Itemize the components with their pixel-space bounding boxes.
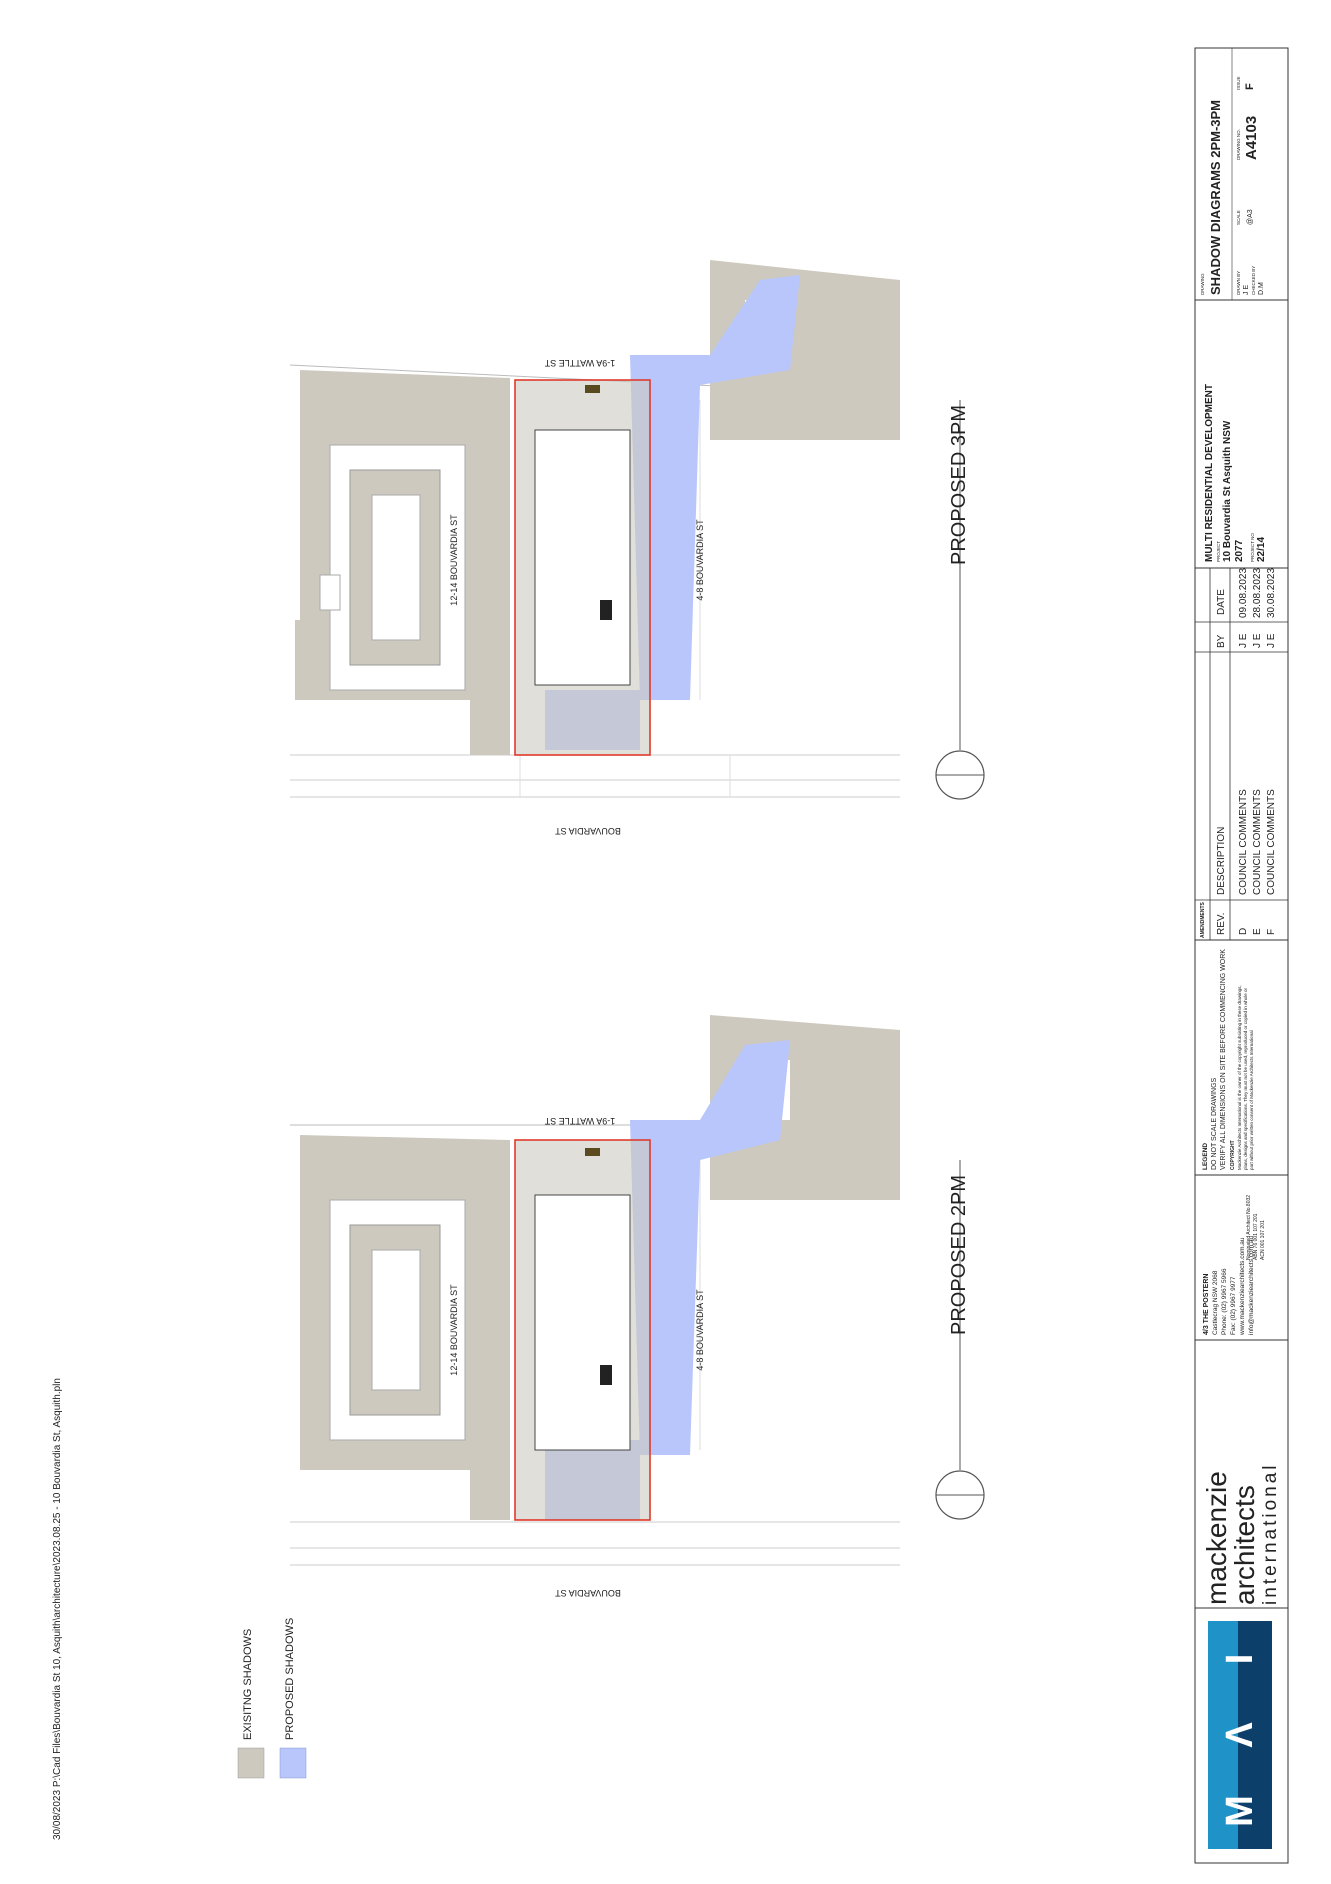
site-boundary-3pm <box>514 379 651 756</box>
drawing-notes: LEGEND DO NOT SCALE DRAWINGS VERIFY ALL … <box>1202 949 1254 1170</box>
logo-letter-i: I <box>1219 1654 1261 1665</box>
street-label-bouvardia: BOUVARDIA ST <box>555 1588 621 1598</box>
project-label: PROJECT <box>1216 541 1221 562</box>
drawing-title: SHADOW DIAGRAMS 2PM-3PM <box>1208 100 1223 295</box>
proposed-building-3pm <box>534 429 631 686</box>
address-line2: Castlecrag NSW 2068 <box>1212 1270 1219 1335</box>
amendments-label: AMENDMENTS <box>1200 902 1206 938</box>
reg-line2: ABN 76 001 107 201 <box>1253 1213 1259 1260</box>
plot-path: 30/08/2023 P:\Cad Files\Bouvardia St 10,… <box>52 1378 63 1840</box>
amend-row-rev: D <box>1238 928 1249 935</box>
proposed-shadow-3pm <box>630 275 800 700</box>
notes-legend-head: LEGEND <box>1202 1143 1209 1170</box>
amend-row-date: 28.08.2023 <box>1252 568 1263 618</box>
project-info: MULTI RESIDENTIAL DEVELOPMENT PROJECT 10… <box>1204 384 1267 562</box>
address-line3: Phone: (02) 9967 5966 <box>1221 1268 1228 1335</box>
project-address1: 10 Bouvardia St Asquith NSW <box>1222 420 1233 562</box>
street-label-wattle: 1-9A WATTLE ST <box>544 1116 615 1126</box>
amend-row-rev: E <box>1252 928 1263 935</box>
firm-name-line2: architects <box>1229 1485 1260 1605</box>
amend-head-rev: REV. <box>1216 913 1227 935</box>
address-line5: www.mackenziearchitects.com.au <box>1239 1237 1246 1336</box>
street-label-bouvardia: BOUVARDIA ST <box>555 826 621 836</box>
firm-name-line1: mackenzie <box>1201 1471 1232 1605</box>
amend-row-date: 30.08.2023 <box>1266 568 1277 618</box>
amend-row-date: 09.08.2023 <box>1238 568 1249 618</box>
notes-copyright3: part without prior written consent of Ma… <box>1249 1030 1254 1170</box>
diagram-3pm: BOUVARDIA ST 1-9A WATTLE ST 12-14 BOUVAR… <box>289 260 985 836</box>
drawing-no: A4103 <box>1243 116 1260 160</box>
amend-head-date: DATE <box>1216 589 1227 615</box>
proposed-shadow-2pm <box>630 1040 790 1455</box>
address-line6: info@mackenziearchitects.com.au <box>1248 1236 1255 1335</box>
drawn-by-label: DRAWN BY <box>1236 271 1241 295</box>
drawing-info: DRAWING SHADOW DIAGRAMS 2PM-3PM DRAWN BY… <box>1200 48 1265 300</box>
lot-label-south: 4-8 BOUVARDIA ST <box>695 1289 705 1371</box>
notes-copyright-head: COPYRIGHT <box>1230 1140 1236 1170</box>
legend-label-existing: EXISITNG SHADOWS <box>242 1629 254 1740</box>
legend-swatch-existing <box>237 1747 265 1779</box>
legend-label-proposed: PROPOSED SHADOWS <box>284 1618 296 1740</box>
address-line4: Fax: (02) 9967 9977 <box>1230 1276 1237 1335</box>
project-address2: 2077 <box>1234 539 1245 562</box>
lot-label-south: 4-8 BOUVARDIA ST <box>695 519 705 601</box>
legend-swatch-proposed <box>279 1747 307 1779</box>
notes-copyright2: plans, designs and specifications. They … <box>1243 987 1248 1170</box>
notes-line1: DO NOT SCALE DRAWINGS <box>1211 1077 1218 1170</box>
diagram-title-3pm: PROPOSED 3PM <box>948 405 970 565</box>
issue-label: ISSUE <box>1236 76 1241 90</box>
scale: @A3 <box>1247 209 1254 225</box>
legend: EXISITNG SHADOWS PROPOSED SHADOWS <box>237 1618 307 1779</box>
amend-row-by: J E <box>1238 633 1249 648</box>
notes-copyright1: Mackenzie Architects International is th… <box>1237 985 1242 1170</box>
street-label-wattle: 1-9A WATTLE ST <box>544 358 615 368</box>
checked-by: D.M <box>1258 282 1265 295</box>
amend-head-desc: DESCRIPTION <box>1216 827 1227 895</box>
project-no-label: PROJECT NO <box>1250 533 1255 562</box>
logo-letter-a: Λ <box>1219 1722 1261 1748</box>
drawing-label: DRAWING <box>1200 273 1205 295</box>
firm-name-line3: international <box>1260 1462 1281 1605</box>
amend-head-by: BY <box>1216 634 1227 648</box>
amend-row-by: J E <box>1252 633 1263 648</box>
scale-label: SCALE <box>1236 210 1241 225</box>
proposed-building-2pm <box>534 1194 631 1451</box>
address-line1: 4/3 THE POSTERN <box>1203 1274 1210 1335</box>
amend-row-desc: COUNCIL COMMENTS <box>1238 789 1249 895</box>
firm-registration: Nominated Architect No.8032 ABN 76 001 1… <box>1246 1195 1266 1260</box>
site-boundary-2pm <box>514 1139 651 1521</box>
amend-row-desc: COUNCIL COMMENTS <box>1252 789 1263 895</box>
firm-logo: M Λ I <box>1208 1621 1272 1849</box>
lot-label-north: 12-14 BOUVARDIA ST <box>449 1284 459 1376</box>
project-no: 22/14 <box>1256 537 1267 562</box>
checked-by-label: CHECKED BY <box>1251 266 1256 295</box>
lot-label-north: 12-14 BOUVARDIA ST <box>449 514 459 606</box>
drawn-by: J E <box>1243 285 1250 295</box>
firm-address: 4/3 THE POSTERN Castlecrag NSW 2068 Phon… <box>1203 1236 1255 1336</box>
issue: F <box>1244 83 1256 90</box>
drawing-no-label: DRAWING NO. <box>1236 129 1241 160</box>
reg-line3: ACN 001 107 201 <box>1260 1220 1266 1260</box>
amend-row-rev: F <box>1266 929 1277 935</box>
project-name: MULTI RESIDENTIAL DEVELOPMENT <box>1204 384 1215 562</box>
reg-line1: Nominated Architect No.8032 <box>1246 1195 1252 1260</box>
diagram-title-2pm: PROPOSED 2PM <box>948 1175 970 1335</box>
amend-row-by: J E <box>1266 633 1277 648</box>
amend-row-desc: COUNCIL COMMENTS <box>1266 789 1277 895</box>
notes-line2: VERIFY ALL DIMENSIONS ON SITE BEFORE COM… <box>1220 949 1227 1170</box>
logo-letter-m: M <box>1219 1795 1261 1827</box>
diagram-2pm: BOUVARDIA ST 1-9A WATTLE ST 12-14 BOUVAR… <box>290 1015 985 1598</box>
title-block: M Λ I mackenzie architects international… <box>1194 47 1289 1864</box>
amendments-table: AMENDMENTS REV. DESCRIPTION BY DATE D CO… <box>1195 568 1288 940</box>
